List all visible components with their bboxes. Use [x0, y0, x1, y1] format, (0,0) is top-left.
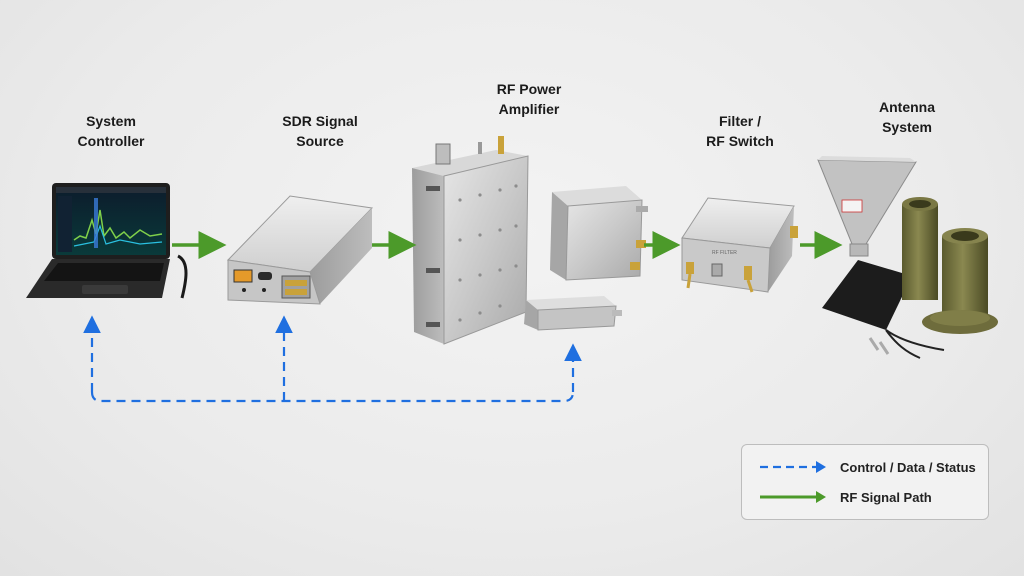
dashed-blue-arrow-icon	[760, 461, 826, 473]
legend: Control / Data / Status RF Signal Path	[741, 444, 989, 520]
stage-label-antenna-system: Antenna System	[879, 99, 935, 135]
stage-label-filter-rf-switch: Filter / RF Switch	[706, 113, 774, 149]
filter-switch-image: RF FILTER	[681, 197, 798, 293]
stage-label-rf-power-amplifier: RF Power Amplifier	[496, 81, 562, 117]
power-amplifier-image	[412, 136, 529, 345]
sdr-device-image	[226, 195, 374, 305]
laptop-image	[26, 183, 188, 299]
legend-item-rf: RF Signal Path	[756, 487, 932, 507]
solid-green-arrow-icon	[760, 491, 826, 503]
svg-text:RF FILTER: RF FILTER	[712, 250, 737, 256]
legend-label-control: Control / Data / Status	[840, 459, 976, 475]
stage-label-system-controller: System Controller	[77, 113, 145, 149]
antenna-system-image	[817, 156, 998, 359]
legend-item-control: Control / Data / Status	[756, 457, 976, 477]
control-path	[83, 315, 582, 403]
control-bus-line	[90, 391, 575, 403]
legend-label-rf: RF Signal Path	[840, 489, 932, 505]
amplifier-module-image	[550, 186, 648, 281]
stage-label-sdr-signal-source: SDR Signal Source	[282, 113, 358, 149]
amplifier-module-small-image	[524, 296, 622, 331]
